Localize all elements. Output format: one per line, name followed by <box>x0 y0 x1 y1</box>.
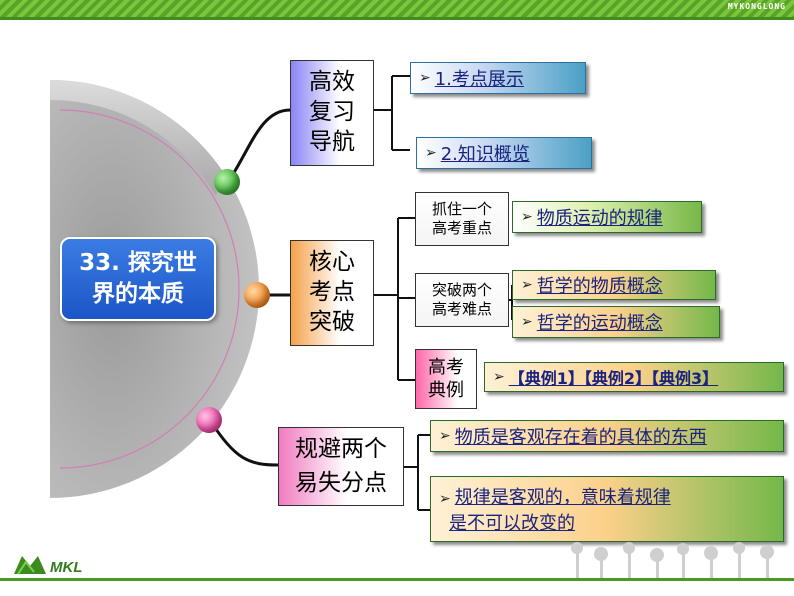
arrow-right-icon: ➢ <box>521 314 533 330</box>
link-philosophical-motion[interactable]: ➢ 哲学的运动概念 <box>512 306 720 338</box>
link-label[interactable]: 物质是客观存在着的具体的东西 <box>454 427 707 448</box>
arrow-right-icon: ➢ <box>425 145 437 161</box>
link-label[interactable]: 【典例1】【典例2】【典例3】 <box>508 369 719 388</box>
branch-core-points[interactable]: 核心 考点 突破 <box>290 240 374 346</box>
subtopic-exam-examples: 高考 典例 <box>415 349 477 409</box>
branch-label-line: 复习 <box>309 99 355 126</box>
link-philosophical-matter[interactable]: ➢ 哲学的物质概念 <box>512 270 716 300</box>
center-topic[interactable]: 33. 探究世界的本质 <box>60 237 216 321</box>
arrow-right-icon: ➢ <box>521 277 533 293</box>
background-disc-band <box>50 79 230 195</box>
arrow-right-icon: ➢ <box>521 209 533 225</box>
branch-label-line: 考点 <box>309 279 355 306</box>
link-label[interactable]: 物质运动的规律 <box>536 208 663 229</box>
link-knowledge-overview[interactable]: ➢ 2.知识概览 <box>416 137 592 169</box>
link-label[interactable]: 哲学的物质概念 <box>536 276 663 297</box>
top-banner: MYKONGLONG <box>0 0 794 17</box>
connector-branch-3 <box>208 419 279 467</box>
subtopic-label-line: 高考重点 <box>431 219 492 237</box>
branch-label-line: 规避两个 <box>295 436 387 463</box>
link-matter-motion-law[interactable]: ➢ 物质运动的规律 <box>512 201 702 233</box>
decorative-plants <box>571 542 774 580</box>
subtopic-label-line: 典例 <box>428 380 464 401</box>
subtopic-label-line: 抓住一个 <box>431 199 492 218</box>
arrow-right-icon: ➢ <box>439 428 451 444</box>
branch-label-line: 易失分点 <box>295 469 387 496</box>
branch-label-line: 突破 <box>309 308 355 335</box>
branch-avoid-mistakes[interactable]: 规避两个 易失分点 <box>278 427 404 506</box>
link-label[interactable]: 1.考点展示 <box>434 69 524 90</box>
link-label[interactable]: 2.知识概览 <box>440 144 530 165</box>
logo-text: MKL <box>50 559 83 576</box>
background-disc-arc <box>59 109 240 469</box>
arrow-right-icon: ➢ <box>419 70 431 86</box>
subtopic-label-line: 突破两个 <box>431 280 492 299</box>
link-example-cases[interactable]: ➢ 【典例1】【典例2】【典例3】 <box>484 362 784 392</box>
subtopic-difficult-points: 突破两个 高考难点 <box>415 273 509 327</box>
link-label-line[interactable]: 规律是客观的，意味着规律 <box>454 487 671 508</box>
branch-label-line: 高效 <box>309 69 355 96</box>
subtopic-label-line: 高考难点 <box>431 300 492 318</box>
branch-label-line: 核心 <box>309 249 355 276</box>
brand-text: MYKONGLONG <box>727 2 786 11</box>
subtopic-key-point: 抓住一个 高考重点 <box>415 192 509 246</box>
link-mistake-two[interactable]: ➢规律是客观的，意味着规律 是不可以改变的 <box>430 476 784 542</box>
link-mistake-one[interactable]: ➢ 物质是客观存在着的具体的东西 <box>430 420 784 452</box>
branch-review-navigation[interactable]: 高效 复习 导航 <box>290 60 374 166</box>
link-exam-points[interactable]: ➢ 1.考点展示 <box>410 62 586 94</box>
link-label-line[interactable]: 是不可以改变的 <box>449 513 575 534</box>
mkl-logo: MKL <box>14 556 83 576</box>
branch-label-line: 导航 <box>309 128 355 155</box>
subtopic-label-line: 高考 <box>428 356 464 378</box>
footer-divider <box>0 578 794 581</box>
link-label[interactable]: 哲学的运动概念 <box>536 313 663 334</box>
arrow-right-icon: ➢ <box>493 369 505 385</box>
branch-dot-pink <box>196 407 222 433</box>
connector-branch-1 <box>226 108 291 183</box>
header-divider <box>0 17 794 20</box>
branch-dot-green <box>214 169 240 195</box>
arrow-right-icon: ➢ <box>439 491 451 507</box>
branch-dot-orange <box>244 282 270 308</box>
